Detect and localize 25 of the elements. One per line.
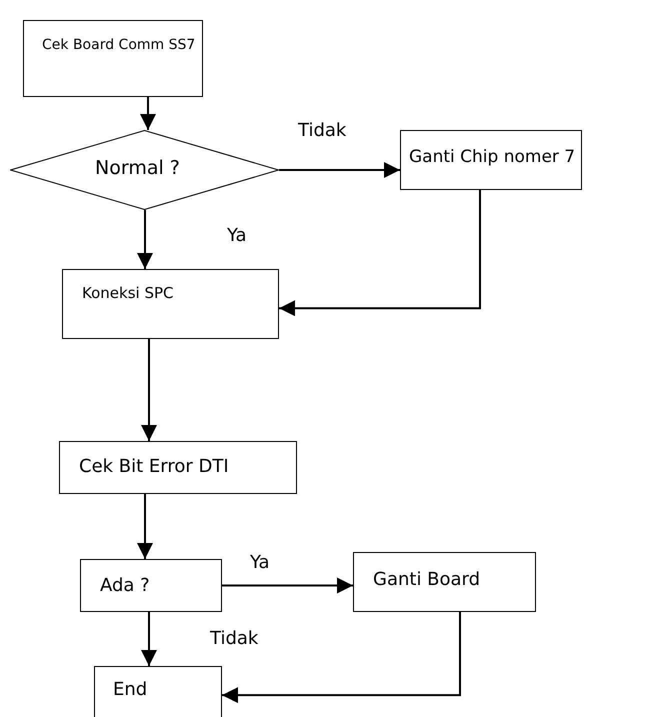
node-label: Ada ? <box>100 575 150 596</box>
decision-diamond <box>10 130 279 210</box>
arrow <box>279 190 481 316</box>
node-label: Koneksi SPC <box>82 284 174 302</box>
node-label: Cek Board Comm SS7 <box>42 37 196 53</box>
arrow <box>140 97 156 130</box>
node-label: End <box>113 679 148 700</box>
arrow <box>222 578 353 594</box>
node-label: Cek Bit Error DTI <box>79 456 229 477</box>
arrow <box>141 339 157 441</box>
process-box <box>23 20 203 97</box>
process-box <box>94 666 222 717</box>
node-label: Normal ? <box>95 157 180 179</box>
process-box <box>80 559 222 612</box>
process-box <box>62 269 279 339</box>
node-label: Ganti Board <box>373 569 480 590</box>
arrow <box>279 162 400 178</box>
node-label: Ganti Chip nomer 7 <box>409 147 576 167</box>
process-box <box>400 130 582 190</box>
process-box <box>59 441 297 494</box>
arrow <box>137 210 153 269</box>
arrow <box>141 612 157 666</box>
process-box <box>353 552 536 612</box>
arrow <box>137 494 153 559</box>
arrow <box>222 612 461 704</box>
